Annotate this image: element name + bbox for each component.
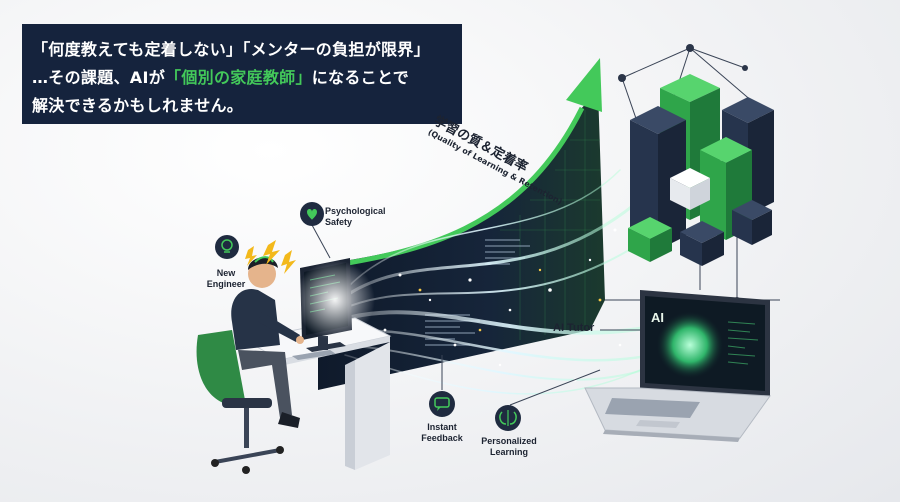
growth-curve-line: [317, 106, 585, 271]
growth-curve-area: [318, 90, 605, 390]
new-engineer-label-line-1: New: [216, 268, 236, 278]
flow-sparkles-gold: [418, 268, 602, 332]
personalized-learning-label-line-2: Learning: [489, 447, 528, 457]
monitor-glow: [295, 260, 375, 340]
headline-line-1: 「何度教えても定着しない」「メンターの負担が限界」: [32, 40, 430, 59]
laptop-screen-ai-text: AI: [651, 310, 664, 325]
personalized-learning-label-line-1: Personalized: [481, 436, 537, 446]
chat-bubble-icon: [429, 355, 455, 417]
instant-feedback-label-line-1: Instant: [427, 422, 457, 432]
new-engineer-person: [231, 256, 304, 428]
personalized-learning-label: Personalized Learning: [474, 436, 544, 458]
flow-sparkles: [383, 228, 622, 382]
instant-feedback-label: Instant Feedback: [412, 422, 472, 444]
psychological-safety-label-line-2: Safety: [325, 217, 353, 227]
heart-chat-icon: [300, 202, 331, 259]
growth-arrow-head: [566, 58, 602, 112]
data-cubes: [628, 74, 774, 266]
headline-line-2: …その課題、AIが「個別の家庭教師」になることで: [32, 64, 409, 88]
new-engineer-label-line-2: Engineer: [206, 279, 246, 289]
ai-tutor-label: AI Tutor: [553, 322, 595, 334]
office-chair: [196, 330, 284, 474]
psychological-safety-label: Psychological Safety: [325, 206, 405, 228]
instant-feedback-label-line-2: Feedback: [421, 433, 463, 443]
new-engineer-label: New Engineer: [200, 268, 252, 290]
headline-accent: 「個別の家庭教師」: [165, 68, 312, 87]
headline-box: 「何度教えても定着しない」「メンターの負担が限界」 …その課題、AIが「個別の家…: [22, 24, 462, 124]
headline-line-2-suffix: になることで: [311, 68, 410, 87]
ai-laptop: [584, 290, 771, 442]
brain-icon: [495, 369, 601, 431]
headline-line-2-prefix: …その課題、AIが: [32, 68, 166, 87]
stress-lightning: [245, 240, 296, 274]
headline-line-3: 解決できるかもしれません。: [32, 96, 244, 115]
psychological-safety-label-line-1: Psychological: [325, 206, 386, 216]
lightbulb-icon: [215, 235, 239, 259]
